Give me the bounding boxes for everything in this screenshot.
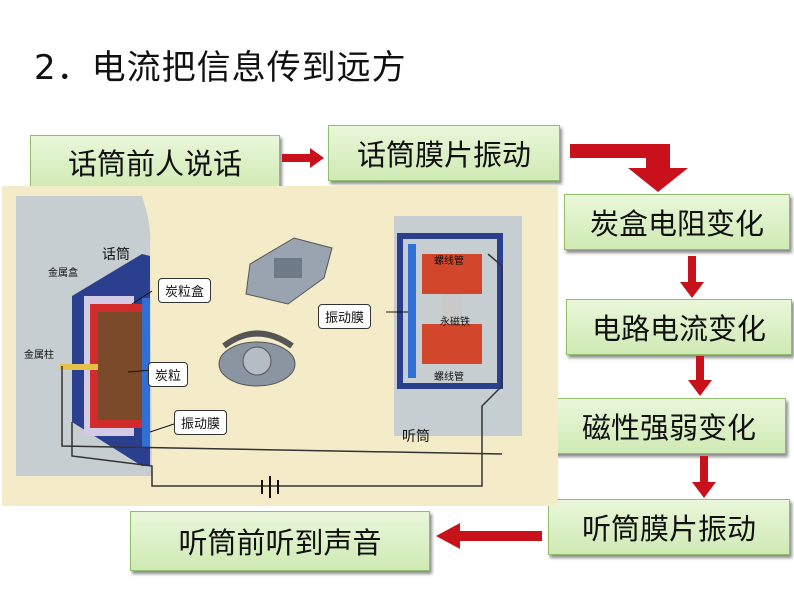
carbon-box-label: 炭粒盒 bbox=[158, 278, 212, 303]
receiver-diaphragm-label: 振动膜 bbox=[318, 304, 372, 329]
arrow-left bbox=[436, 523, 542, 549]
flow-box-receiver-diaphragm: 听筒膜片振动 bbox=[548, 499, 790, 555]
mic-diaphragm-label: 振动膜 bbox=[174, 410, 228, 435]
metal-post-label: 金属柱 bbox=[24, 350, 54, 361]
flow-box-mic-diaphragm: 话筒膜片振动 bbox=[328, 125, 560, 181]
metal-box-label: 金属盒 bbox=[48, 268, 78, 279]
coil-top-label: 螺线管 bbox=[434, 256, 464, 267]
coil-bottom-label: 螺线管 bbox=[434, 372, 464, 383]
receiver-title: 听筒 bbox=[402, 429, 430, 445]
arrow-elbow-down bbox=[570, 144, 688, 192]
flow-box-speak: 话筒前人说话 bbox=[30, 135, 280, 189]
slide-title: 2．电流把信息传到远方 bbox=[34, 48, 407, 88]
magnet-label: 永磁铁 bbox=[440, 317, 470, 328]
diagram-drawing bbox=[16, 196, 522, 498]
arrow-down-1 bbox=[680, 256, 704, 298]
arrow-down-2 bbox=[688, 356, 712, 396]
arrow-down-3 bbox=[692, 456, 716, 498]
desk-phone-icon bbox=[245, 237, 333, 305]
arrow-right-1 bbox=[282, 148, 324, 168]
flow-box-hear-sound: 听筒前听到声音 bbox=[130, 511, 430, 571]
battery-icon bbox=[261, 476, 279, 498]
rotary-phone-icon bbox=[218, 330, 296, 387]
telephone-diagram: 话筒 金属盒 金属柱 炭粒盒 炭粒 振动膜 振动膜 螺线管 永磁铁 螺线管 听筒 bbox=[2, 186, 558, 506]
carbon-label: 炭粒 bbox=[148, 362, 189, 387]
flow-box-carbon-resistance: 炭盒电阻变化 bbox=[564, 194, 790, 250]
mic-title: 话筒 bbox=[102, 247, 130, 263]
flow-box-current-change: 电路电流变化 bbox=[566, 299, 792, 355]
flow-box-magnetism-change: 磁性强弱变化 bbox=[552, 398, 786, 454]
